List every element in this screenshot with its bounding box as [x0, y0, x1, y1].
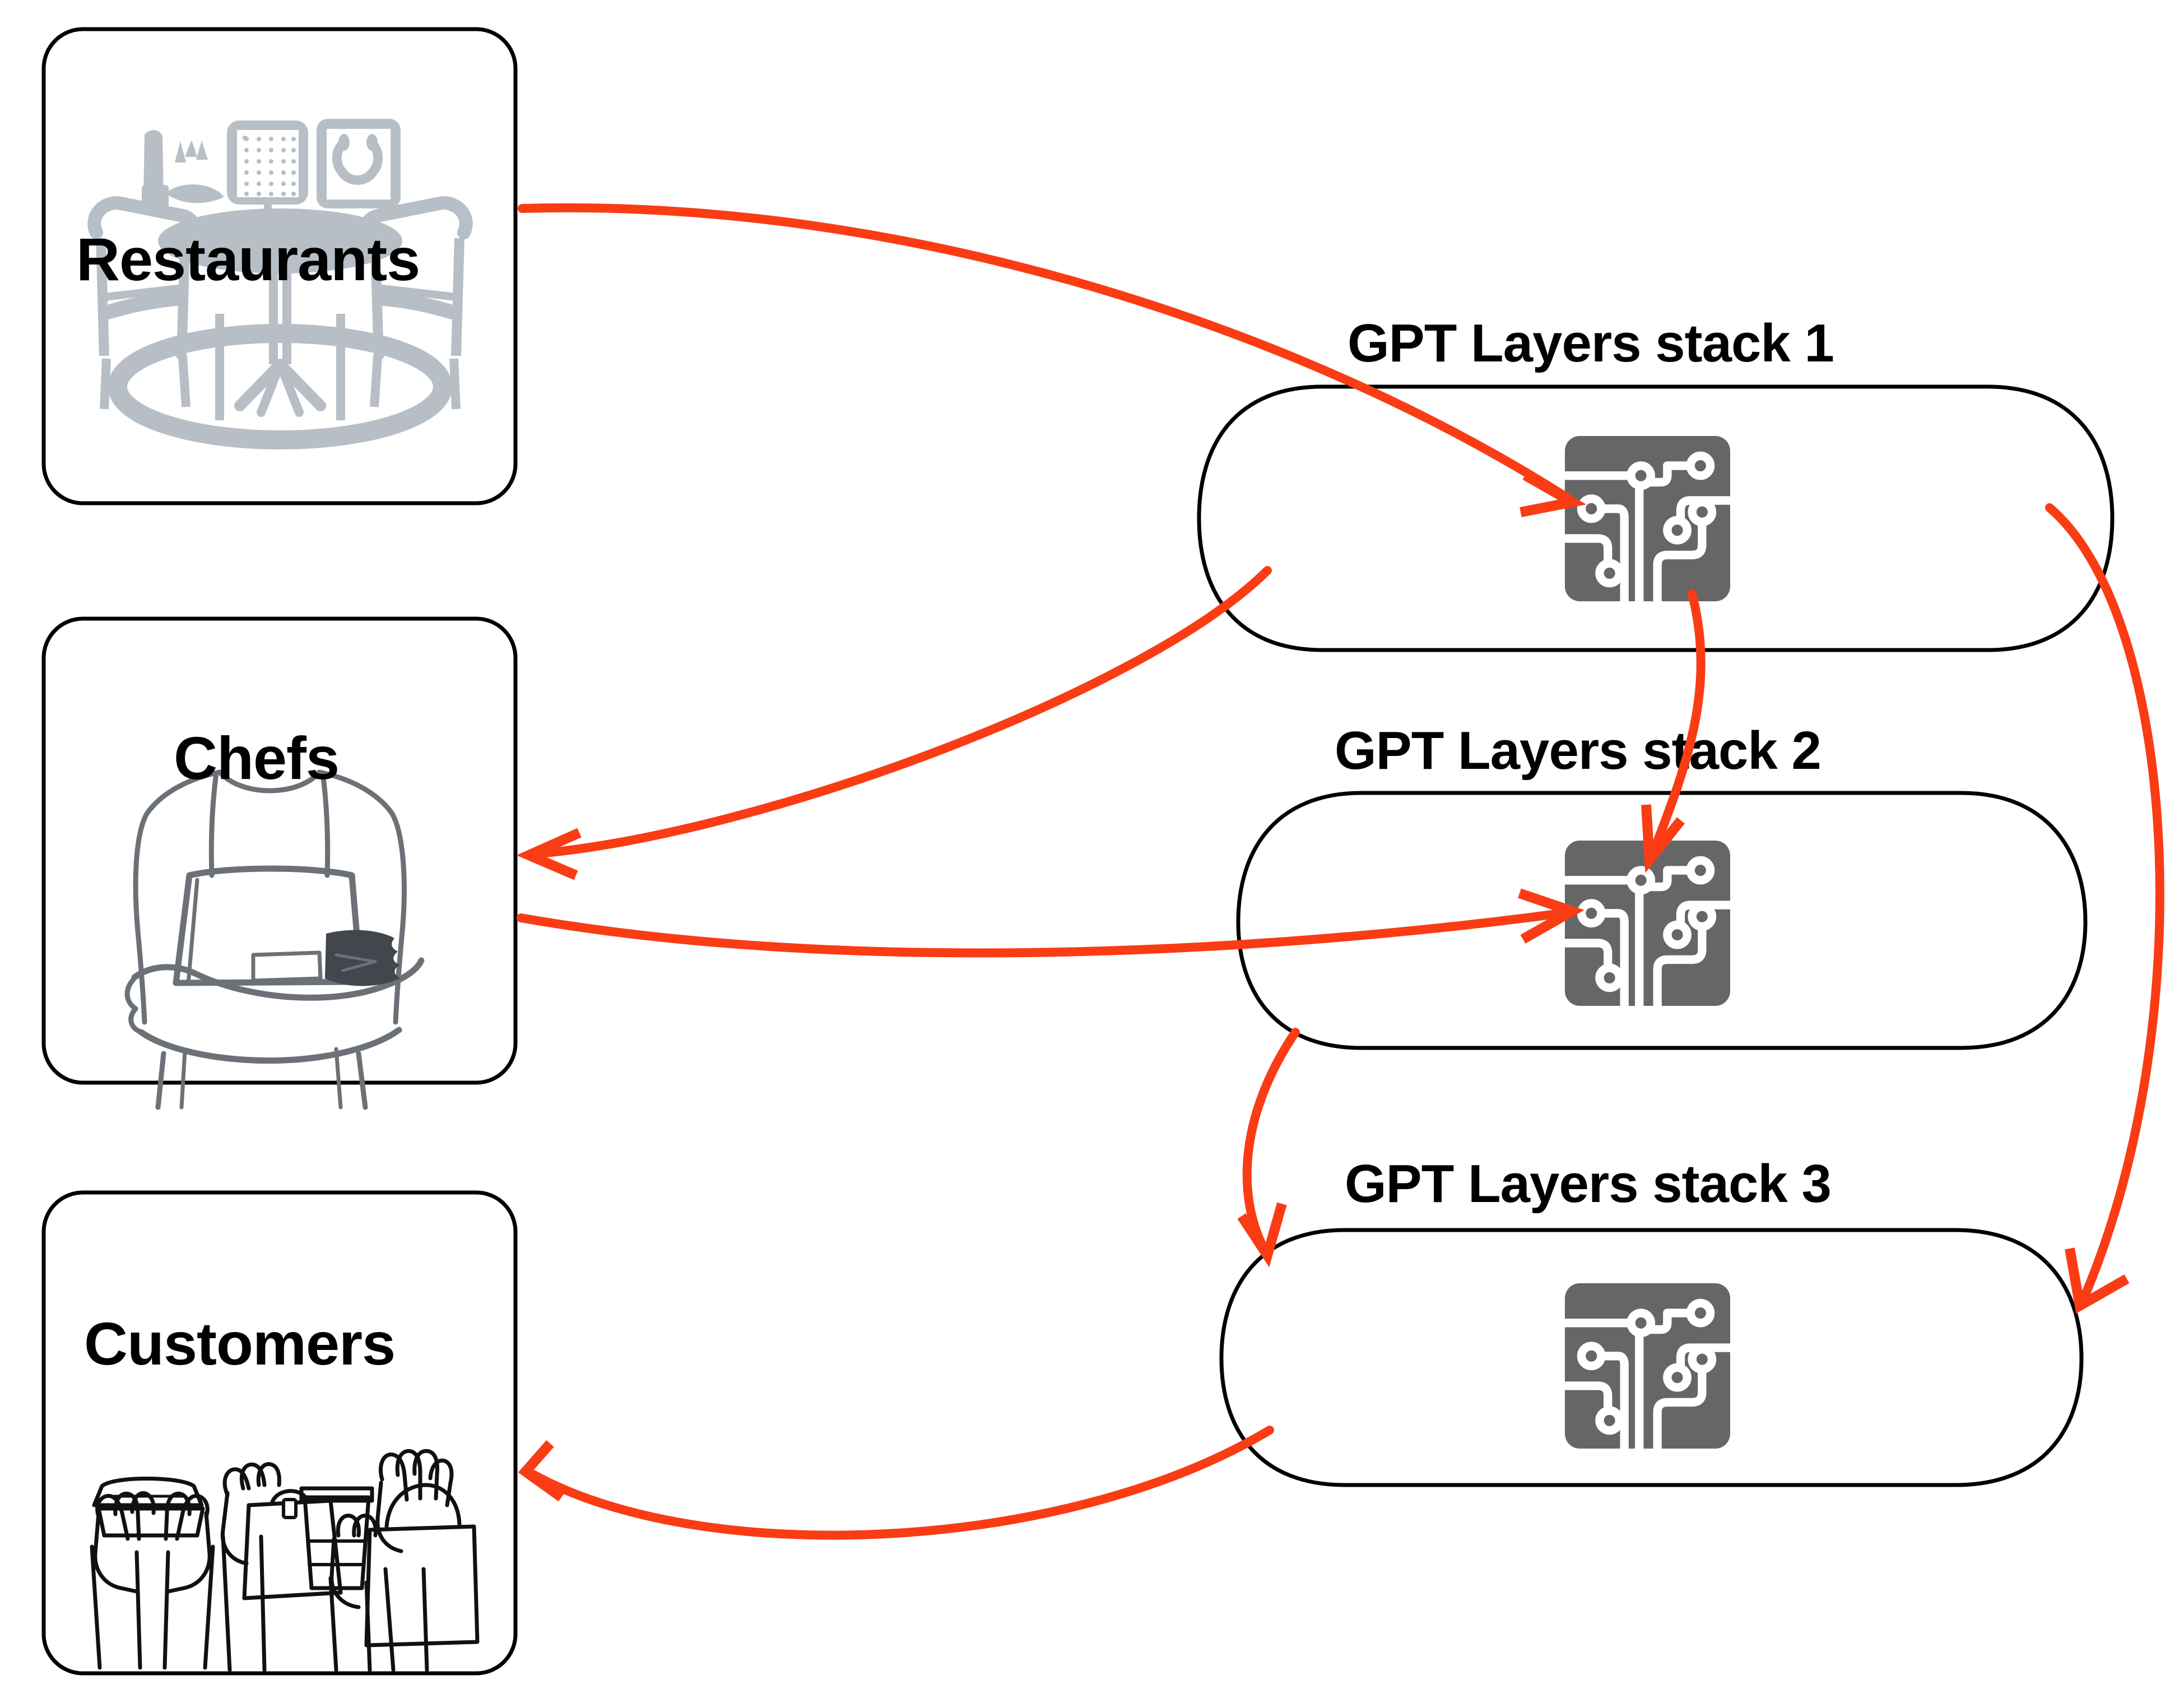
- connection-restaurants-to-stack1: [518, 203, 1587, 517]
- arrow-line: [1647, 590, 1706, 861]
- chefs-box[interactable]: [41, 616, 518, 1085]
- connection-chefs-to-stack2: [517, 888, 1584, 958]
- restaurants-label: Restaurants: [76, 225, 420, 293]
- arrow-head: [1237, 1202, 1287, 1268]
- connection-stack1-to-stack3: [2045, 503, 2164, 1314]
- arrow-head: [1641, 804, 1685, 873]
- connection-stack1-to-chefs: [516, 566, 1272, 880]
- chef-folded-arms-icon: [124, 769, 425, 1110]
- arrow-line: [526, 1426, 1274, 1540]
- raised-hands-food-icon: [90, 1449, 480, 1672]
- connection-stack2-to-stack3: [1237, 1028, 1300, 1268]
- arrow-line: [2045, 503, 2164, 1307]
- gpt-stack-node-2[interactable]: GPT Layers stack 2: [1236, 721, 2088, 1050]
- chefs-label: Chefs: [174, 724, 339, 792]
- customers-box[interactable]: [41, 1190, 518, 1676]
- entity-node-restaurants[interactable]: Restaurants: [41, 27, 518, 505]
- circuit-board-chip-icon: [1555, 1283, 1740, 1455]
- arrow-head: [1519, 471, 1587, 517]
- gpt-stack-2-label: GPT Layers stack 2: [1335, 721, 1821, 781]
- arrow-line: [518, 203, 1573, 503]
- connection-stack1-to-stack2: [1641, 590, 1706, 873]
- gpt-stack-3-label: GPT Layers stack 3: [1345, 1154, 1831, 1214]
- gpt-stack-1-label: GPT Layers stack 1: [1347, 313, 1834, 373]
- entity-node-chefs[interactable]: Chefs: [41, 616, 518, 1110]
- gpt-stack-node-3[interactable]: GPT Layers stack 3: [1219, 1154, 2084, 1487]
- arrow-line: [529, 566, 1272, 859]
- circuit-board-chip-icon: [1555, 436, 1740, 608]
- arrow-head: [516, 828, 582, 880]
- customers-label: Customers: [84, 1310, 395, 1377]
- arrow-line: [517, 908, 1573, 958]
- arrow-line: [1242, 1028, 1300, 1255]
- arrow-head: [2065, 1247, 2130, 1314]
- gpt-stack-node-1[interactable]: GPT Layers stack 1: [1197, 313, 2115, 652]
- restaurant-table-chairs-icon: [87, 119, 473, 449]
- arrow-head: [1518, 888, 1584, 944]
- entity-node-customers[interactable]: Customers: [41, 1190, 518, 1676]
- arrow-head: [518, 1440, 565, 1502]
- connection-stack3-to-customers: [518, 1426, 1274, 1540]
